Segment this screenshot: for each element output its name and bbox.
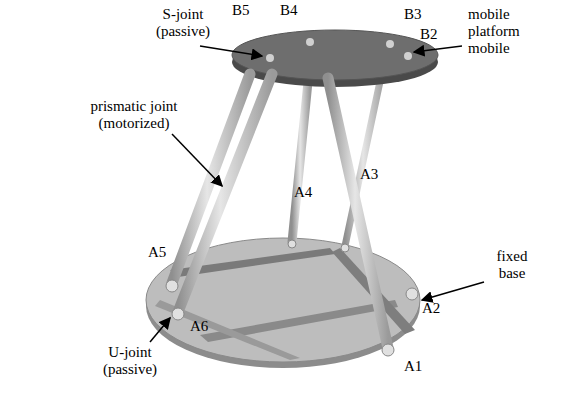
point-name: A2 <box>422 300 440 317</box>
callout-label: S-joint (passive) <box>146 6 220 40</box>
point-name: A5 <box>148 244 166 261</box>
callout-label: mobile platform mobile <box>468 6 534 57</box>
point-name: B3 <box>404 6 422 23</box>
point-name: A4 <box>294 184 312 201</box>
callout-label: prismatic joint (motorized) <box>76 98 192 132</box>
callout-label: U-joint (passive) <box>92 344 168 378</box>
callout-label: fixed base <box>486 248 538 282</box>
point-name: B2 <box>420 26 438 43</box>
point-name: A6 <box>190 318 208 335</box>
point-name: A1 <box>404 358 422 375</box>
point-name: A3 <box>360 166 378 183</box>
point-name: B4 <box>280 2 298 19</box>
point-name: B5 <box>232 2 250 19</box>
